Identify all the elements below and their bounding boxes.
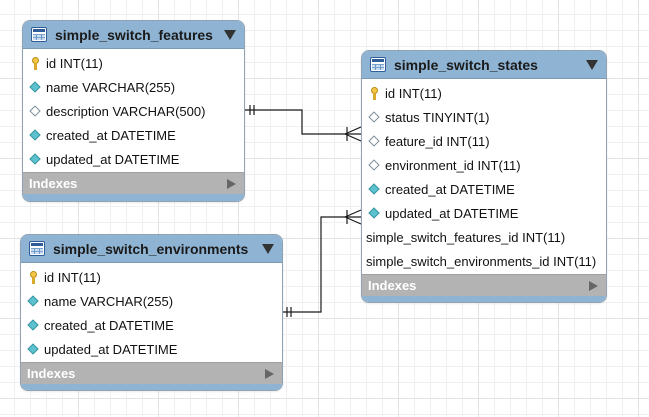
relationship-environments-states [281,216,361,313]
column-list: id INT(11) status TINYINT(1) feature_id … [362,79,606,273]
collapse-triangle-icon[interactable] [586,59,598,70]
column-label: updated_at DATETIME [385,205,519,221]
indexes-section[interactable]: Indexes [23,172,244,194]
expand-arrow-icon[interactable] [265,368,274,379]
column-label: id INT(11) [385,85,442,101]
table-footer [23,194,244,201]
many-mark-states-1b [344,133,362,142]
collapse-triangle-icon[interactable] [262,243,274,254]
column-label: environment_id INT(11) [385,157,521,173]
indexes-section[interactable]: Indexes [21,362,282,384]
not-null-column-icon [368,183,381,196]
column-row[interactable]: updated_at DATETIME [362,201,606,225]
indexes-label: Indexes [29,176,78,191]
column-row[interactable]: name VARCHAR(255) [21,289,282,313]
column-row[interactable]: name VARCHAR(255) [23,75,244,99]
column-label: description VARCHAR(500) [46,103,206,119]
column-row[interactable]: id INT(11) [21,265,282,289]
not-null-column-icon [27,295,40,308]
table-footer [362,296,606,302]
primary-key-icon [368,86,381,100]
column-label: updated_at DATETIME [44,341,178,357]
column-label: name VARCHAR(255) [46,79,176,95]
collapse-triangle-icon[interactable] [224,29,236,40]
nullable-column-icon [368,111,381,124]
column-row[interactable]: environment_id INT(11) [362,153,606,177]
column-label: feature_id INT(11) [385,133,490,149]
table-icon [29,241,45,256]
column-row[interactable]: id INT(11) [23,51,244,75]
column-label: simple_switch_environments_id INT(11) [366,253,597,269]
column-label: created_at DATETIME [46,127,176,143]
table-icon [31,27,47,42]
column-row[interactable]: created_at DATETIME [362,177,606,201]
nullable-column-icon [29,105,42,118]
table-simple-switch-environments[interactable]: simple_switch_environments id INT(11) na… [20,234,283,391]
column-row[interactable]: description VARCHAR(500) [23,99,244,123]
table-header[interactable]: simple_switch_environments [21,235,282,263]
table-title: simple_switch_features [55,26,213,43]
indexes-label: Indexes [27,366,76,381]
not-null-column-icon [29,129,42,142]
not-null-column-icon [27,343,40,356]
not-null-column-icon [368,207,381,220]
column-row[interactable]: status TINYINT(1) [362,105,606,129]
many-mark-states-2 [344,209,362,218]
nullable-column-icon [368,159,381,172]
many-mark-states-1 [344,126,362,135]
column-row[interactable]: simple_switch_features_id INT(11) [362,225,606,249]
column-list: id INT(11) name VARCHAR(255) created_at … [21,263,282,361]
column-label: id INT(11) [46,55,103,71]
column-label: created_at DATETIME [385,181,515,197]
table-footer [21,384,282,390]
table-title: simple_switch_environments [53,240,249,257]
column-label: status TINYINT(1) [385,109,490,125]
primary-key-icon [29,56,42,70]
table-simple-switch-features[interactable]: simple_switch_features id INT(11) name V… [22,20,245,202]
indexes-label: Indexes [368,278,417,293]
expand-arrow-icon[interactable] [589,280,598,291]
column-row[interactable]: id INT(11) [362,81,606,105]
table-simple-switch-states[interactable]: simple_switch_states id INT(11) status T… [361,50,607,303]
column-row[interactable]: simple_switch_environments_id INT(11) [362,249,606,273]
table-header[interactable]: simple_switch_features [23,21,244,49]
column-label: simple_switch_features_id INT(11) [366,229,566,245]
expand-arrow-icon[interactable] [227,178,236,189]
column-label: id INT(11) [44,269,101,285]
table-icon [370,57,386,72]
many-mark-states-2b [344,216,362,225]
column-label: created_at DATETIME [44,317,174,333]
not-null-column-icon [29,153,42,166]
table-header[interactable]: simple_switch_states [362,51,606,79]
not-null-column-icon [29,81,42,94]
not-null-column-icon [27,319,40,332]
column-list: id INT(11) name VARCHAR(255) description… [23,49,244,171]
column-label: name VARCHAR(255) [44,293,174,309]
column-row[interactable]: updated_at DATETIME [21,337,282,361]
column-row[interactable]: feature_id INT(11) [362,129,606,153]
column-row[interactable]: created_at DATETIME [23,123,244,147]
column-row[interactable]: created_at DATETIME [21,313,282,337]
column-row[interactable]: updated_at DATETIME [23,147,244,171]
primary-key-icon [27,270,40,284]
table-title: simple_switch_states [394,56,538,73]
column-label: updated_at DATETIME [46,151,180,167]
nullable-column-icon [368,135,381,148]
relationship-features-states [243,109,361,135]
indexes-section[interactable]: Indexes [362,274,606,296]
